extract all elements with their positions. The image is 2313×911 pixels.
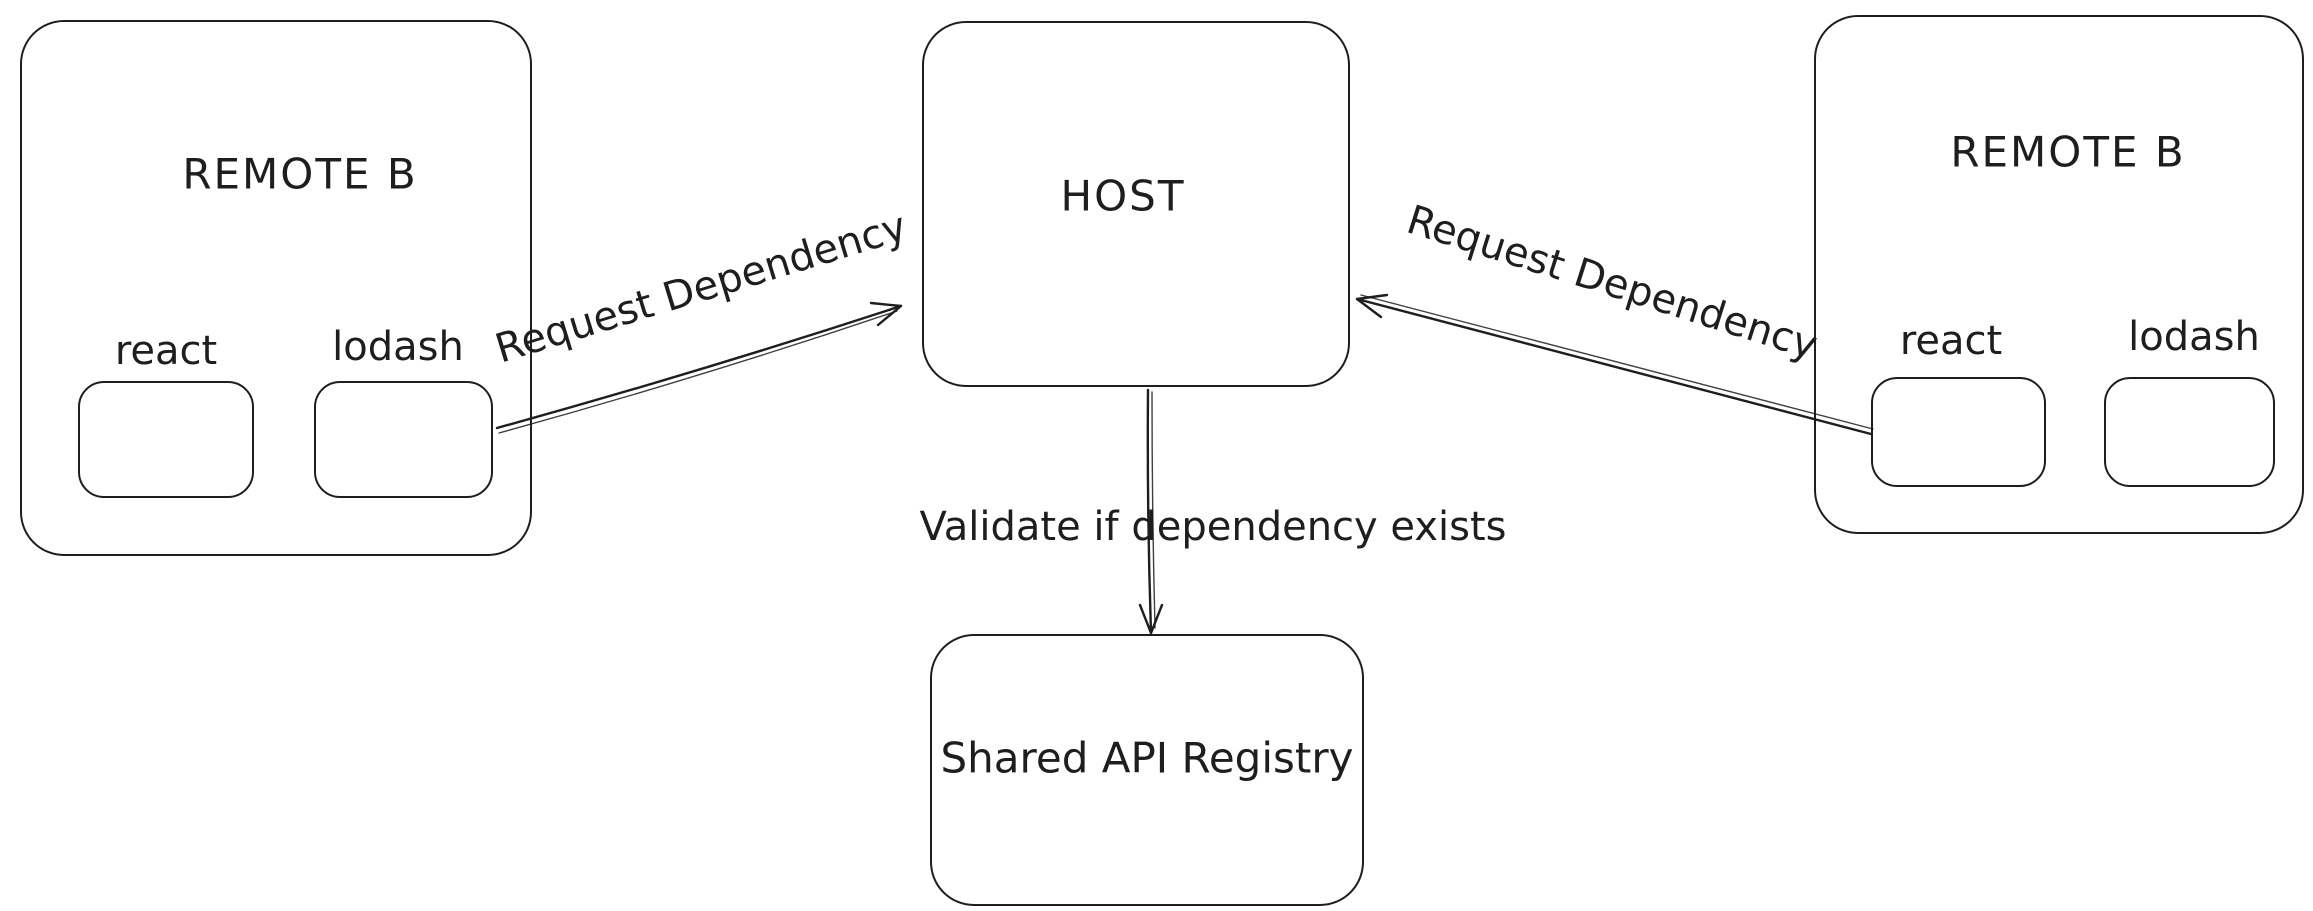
remote-b-right-node [1814, 15, 2304, 534]
remote-b-right-title: REMOTE B [1950, 127, 2186, 177]
validate-dependency-arrow [1138, 388, 1164, 635]
react-module-box-right [1871, 377, 2046, 487]
host-node [922, 21, 1350, 387]
lodash-module-box-right [2104, 377, 2275, 487]
react-module-box-left [78, 381, 254, 498]
lodash-module-label-right: lodash [2128, 314, 2260, 360]
lodash-module-label-left: lodash [332, 324, 464, 370]
validate-dependency-label: Validate if dependency exists [919, 504, 1507, 550]
react-module-label-right: react [1899, 318, 2003, 364]
shared-api-registry-title: Shared API Registry [940, 733, 1354, 783]
react-module-label-left: react [114, 328, 218, 374]
lodash-module-box-left [314, 381, 493, 498]
request-dependency-arrow-left [495, 301, 903, 434]
request-dependency-arrow-right [1355, 293, 1874, 436]
remote-b-left-node [20, 20, 532, 556]
shared-api-registry-node [930, 634, 1364, 906]
host-title: HOST [1060, 171, 1186, 221]
remote-b-left-title: REMOTE B [182, 149, 418, 199]
